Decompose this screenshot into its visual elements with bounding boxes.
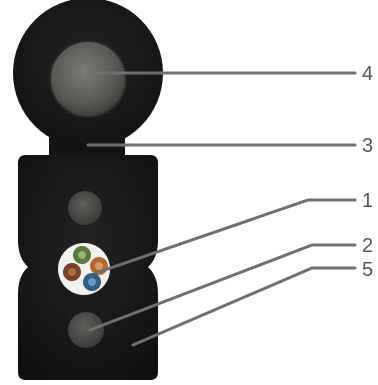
leader-line-5 (131, 266, 357, 347)
leader-lines (86, 71, 357, 347)
callout-number-3: 3 (362, 135, 373, 157)
leader-line-1 (94, 198, 357, 275)
lower-strength-rod (68, 312, 104, 348)
leader-line-2 (88, 243, 357, 332)
upper-strength-rod (68, 191, 102, 225)
callout-number-2: 2 (362, 235, 373, 257)
messenger-strength-member (49, 40, 127, 118)
callout-number-1: 1 (362, 190, 373, 212)
optical-fiber-group (58, 243, 110, 295)
callout-number-5: 5 (362, 259, 373, 281)
callout-number-4: 4 (362, 63, 373, 85)
